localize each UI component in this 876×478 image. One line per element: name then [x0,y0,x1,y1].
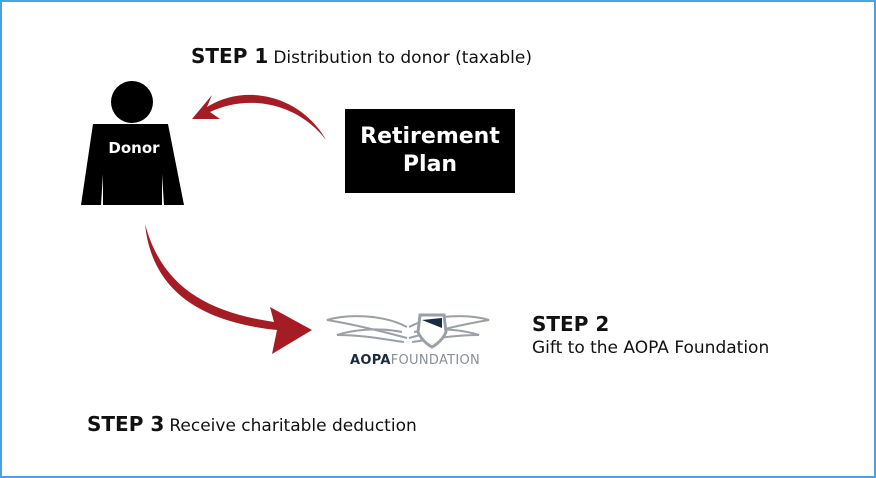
step3-caption: STEP 3 Receive charitable deduction [87,412,417,436]
aopa-foundation-logo-text: AOPAFOUNDATION [350,353,480,368]
step2-caption: STEP 2 Gift to the AOPA Foundation [532,312,769,358]
step1-caption: STEP 1 Distribution to donor (taxable) [191,44,532,68]
retirement-plan-line1: Retirement [360,124,500,149]
step2-label: STEP 2 [532,312,610,336]
step3-text: Receive charitable deduction [169,416,417,436]
donor-person-icon [81,81,184,205]
step2-text: Gift to the AOPA Foundation [532,338,770,358]
donor-label: Donor [108,139,160,157]
logo-name: FOUNDATION [390,353,481,368]
aopa-wings-logo [326,313,490,349]
retirement-plan-line2: Plan [402,152,458,177]
step1-label: STEP 1 [191,44,269,68]
retirement-plan-box: Retirement Plan [345,109,515,193]
step3-label: STEP 3 [87,412,165,436]
logo-brand: AOPA [350,353,391,368]
arrow-step1-icon [192,94,326,140]
step1-text: Distribution to donor (taxable) [273,48,532,68]
arrow-step2-icon [145,224,312,354]
